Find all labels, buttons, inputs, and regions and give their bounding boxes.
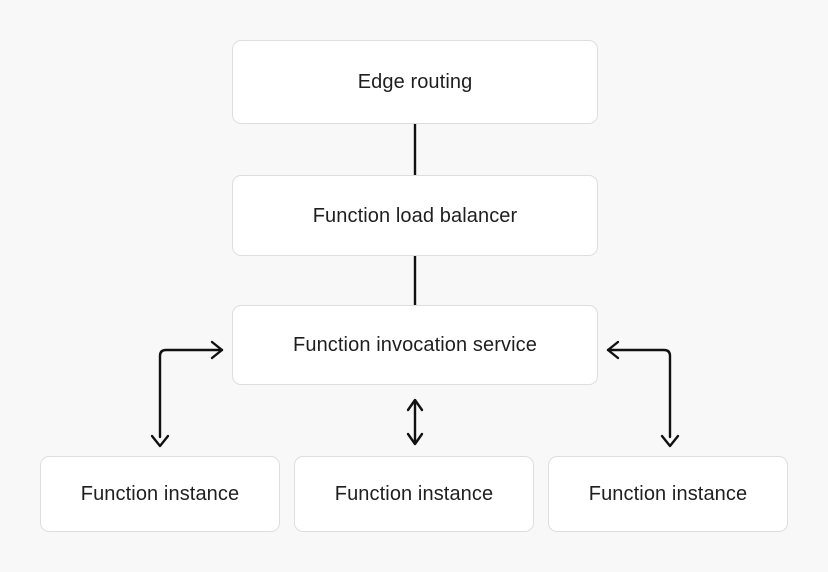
node-function-instance-3[interactable]: Function instance bbox=[548, 456, 788, 532]
node-label-function-invocation-service: Function invocation service bbox=[293, 334, 537, 356]
node-label-function-instance-1: Function instance bbox=[80, 483, 240, 505]
connector-service-to-instance-1 bbox=[150, 340, 224, 448]
node-function-instance-2[interactable]: Function instance bbox=[294, 456, 534, 532]
node-function-instance-1[interactable]: Function instance bbox=[40, 456, 280, 532]
node-label-function-load-balancer: Function load balancer bbox=[312, 204, 518, 227]
connector-service-to-instance-2 bbox=[406, 398, 424, 446]
node-label-edge-routing: Edge routing bbox=[357, 71, 473, 93]
connector-service-to-instance-3 bbox=[606, 340, 680, 448]
node-label-function-instance-2: Function instance bbox=[334, 483, 494, 505]
node-edge-routing[interactable]: Edge routing bbox=[232, 40, 598, 124]
node-function-invocation-service[interactable]: Function invocation service bbox=[232, 305, 598, 385]
node-function-load-balancer[interactable]: Function load balancer bbox=[232, 175, 598, 256]
node-label-function-instance-3: Function instance bbox=[588, 483, 748, 505]
